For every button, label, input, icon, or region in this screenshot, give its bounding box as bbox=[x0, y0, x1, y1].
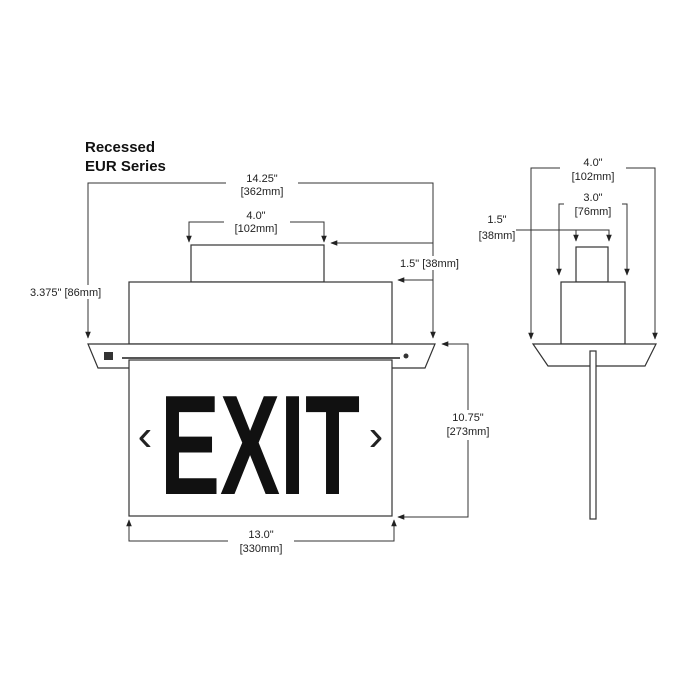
overall-width-in: 14.25" bbox=[246, 173, 278, 185]
front-view: EXIT ‹ › bbox=[87, 244, 436, 525]
housing-width-mm: [102mm] bbox=[235, 223, 278, 235]
housing-width-in: 4.0" bbox=[246, 210, 265, 222]
side-view bbox=[531, 246, 657, 520]
housing-depth-label: 1.5" [38mm] bbox=[400, 258, 459, 270]
title-line-2: EUR Series bbox=[85, 158, 166, 175]
exit-panel bbox=[128, 359, 393, 517]
dim-housing-depth: 1.5" [38mm] bbox=[330, 240, 472, 283]
dim-panel-width: 13.0" [330mm] bbox=[126, 519, 397, 558]
panel-height-in: 10.75" bbox=[452, 412, 484, 424]
side-depth-mm: [38mm] bbox=[479, 230, 516, 242]
dim-overall-width: 14.25" [362mm] bbox=[85, 170, 436, 339]
side-inner-width-mm: [76mm] bbox=[575, 206, 612, 218]
exit-text: EXIT bbox=[160, 366, 360, 525]
dim-housing-width: 4.0" [102mm] bbox=[186, 209, 327, 243]
panel-height-mm: [273mm] bbox=[447, 426, 490, 438]
overall-width-mm: [362mm] bbox=[241, 186, 284, 198]
recess-height-label: 3.375" [86mm] bbox=[30, 287, 101, 299]
side-outer-width-mm: [102mm] bbox=[572, 171, 615, 183]
left-chevron-icon: ‹ bbox=[138, 411, 153, 460]
back-box bbox=[128, 281, 393, 345]
dim-side-outer-width: 4.0" [102mm] bbox=[528, 155, 658, 340]
side-depth-in: 1.5" bbox=[487, 214, 506, 226]
side-upper-housing bbox=[575, 246, 609, 283]
panel-width-mm: [330mm] bbox=[240, 543, 283, 555]
flange-screw-right bbox=[403, 353, 409, 359]
dim-side-inner-width: 3.0" [76mm] bbox=[556, 191, 630, 276]
title-line-1: Recessed bbox=[85, 139, 155, 156]
panel-width-in: 13.0" bbox=[248, 529, 273, 541]
dim-recess-height: 3.375" [86mm] bbox=[28, 285, 120, 299]
side-inner-width-in: 3.0" bbox=[583, 192, 602, 204]
dim-panel-height: 10.75" [273mm] bbox=[397, 341, 499, 520]
flange-screw-left bbox=[104, 352, 113, 360]
side-outer-width-in: 4.0" bbox=[583, 157, 602, 169]
right-chevron-icon: › bbox=[369, 411, 384, 460]
side-back-box bbox=[560, 281, 626, 345]
upper-housing bbox=[190, 244, 325, 283]
side-panel bbox=[589, 350, 597, 520]
dim-side-depth: 1.5" [38mm] bbox=[479, 214, 612, 242]
